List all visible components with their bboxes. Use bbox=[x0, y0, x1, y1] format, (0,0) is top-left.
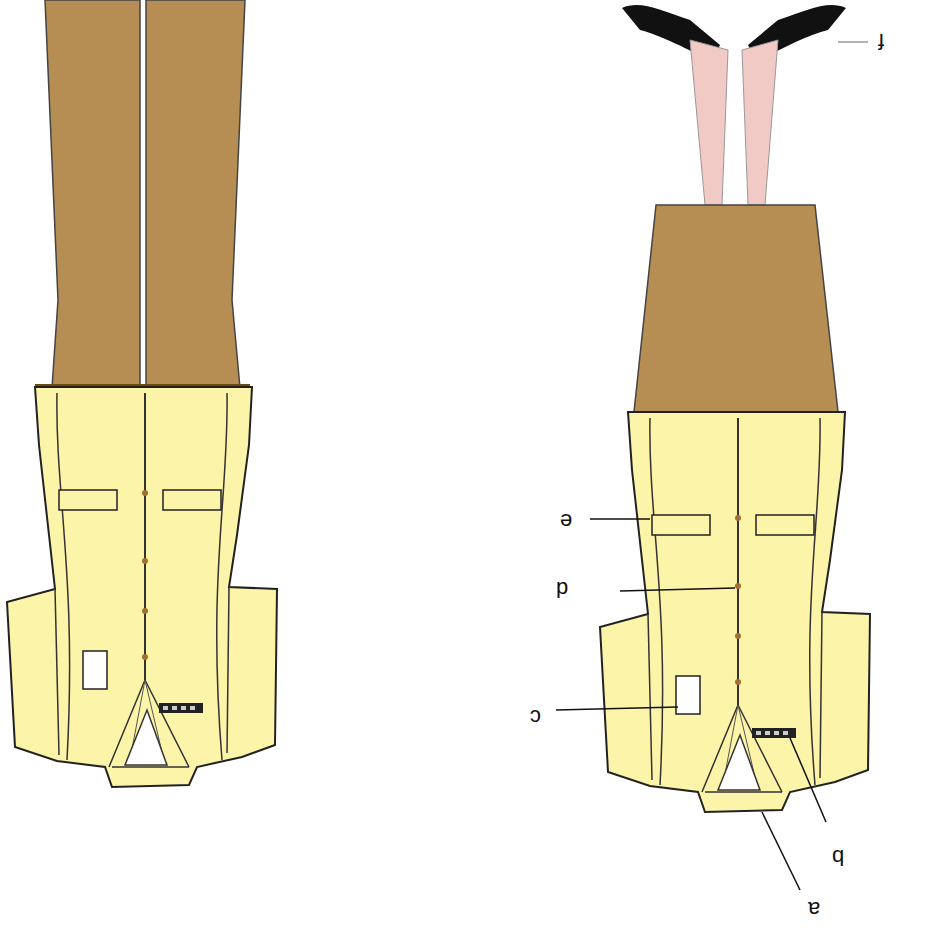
callout-letter: d bbox=[556, 578, 568, 600]
callout-letter: e bbox=[560, 510, 572, 532]
callout-letter: a bbox=[808, 898, 820, 920]
callout-letter: b bbox=[832, 846, 844, 868]
callout-letter: f bbox=[878, 30, 884, 52]
callout-letter: c bbox=[530, 706, 541, 728]
